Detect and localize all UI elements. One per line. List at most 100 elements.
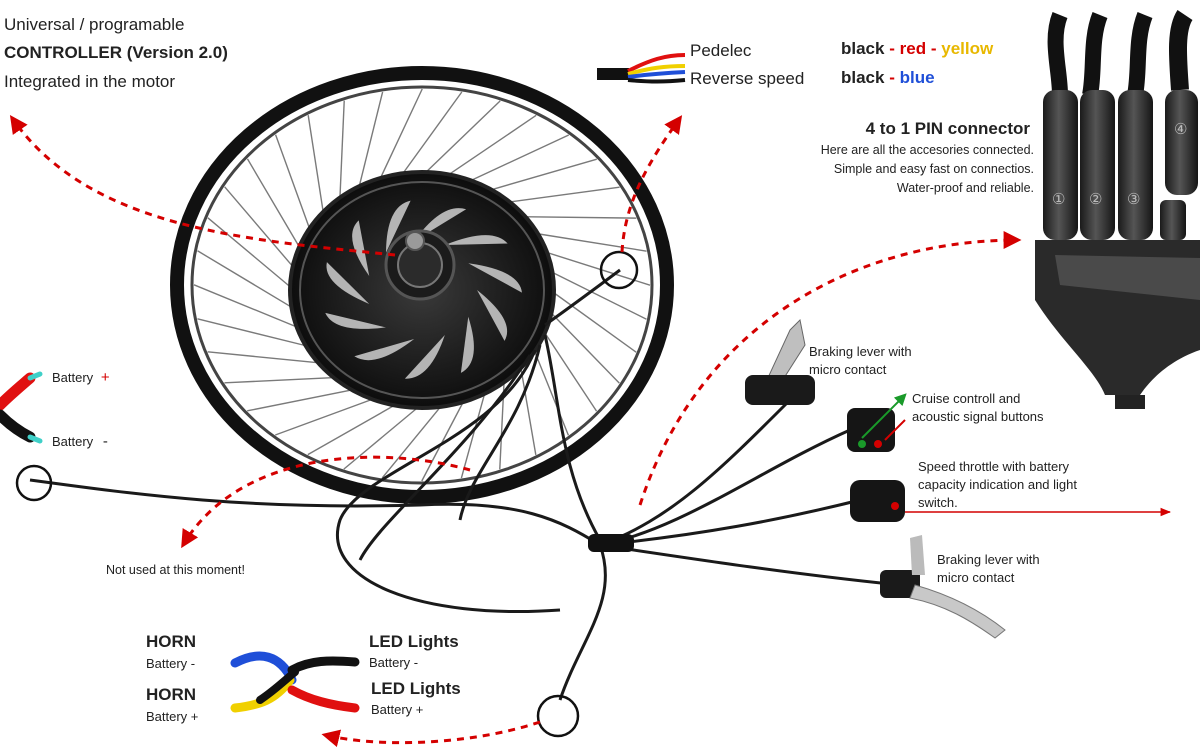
hub-vent (444, 235, 508, 245)
spoke (443, 114, 537, 179)
horn-led-wires (230, 651, 360, 713)
brake-lever-top (745, 318, 815, 405)
wheel (170, 66, 674, 504)
throttle-line2: capacity indication and light (918, 477, 1077, 492)
arrow-controller (9, 115, 396, 257)
spoke (465, 134, 570, 184)
pin-1: ① (1052, 191, 1066, 208)
connector-desc2: Simple and easy fast on connectios. (833, 162, 1034, 176)
brake-bottom-line1: Braking lever with (937, 552, 1040, 567)
brake-top-line1: Braking lever with (809, 344, 912, 359)
spoke (421, 100, 501, 177)
brake-lever-bottom (880, 535, 1006, 639)
hub-vent (460, 316, 474, 373)
battery-plus-text: Battery (52, 370, 94, 385)
cruise-line1: Cruise controll and (912, 391, 1021, 406)
hub-vent (354, 338, 415, 361)
spoke (246, 158, 303, 252)
spoke (339, 100, 345, 203)
spoke (307, 401, 401, 456)
spoke (193, 284, 302, 330)
minus-sign: - (102, 433, 108, 450)
pedelec-wire-colors: black - red - yellow (841, 39, 993, 59)
hub-vent (468, 263, 522, 293)
controller-line1: Universal / programable (4, 15, 185, 34)
hub-vent (325, 312, 386, 329)
hub-vent (477, 290, 508, 341)
wire-color-red: red (899, 39, 927, 58)
axle (405, 231, 425, 251)
led-title-1: LED Lights (369, 632, 459, 651)
spoke (224, 186, 297, 271)
connector-title: 4 to 1 PIN connector (865, 119, 1030, 138)
arrow-horn (321, 720, 541, 748)
pedelec-wire-bundle (597, 53, 686, 84)
hub-vents (325, 200, 522, 379)
y-splitter (588, 534, 634, 552)
spoke (549, 289, 637, 353)
hub-vent (326, 262, 370, 304)
led-sub-1: Battery - (369, 655, 419, 670)
cruise-line2: acoustic signal buttons (912, 409, 1044, 424)
connector-assembly (1035, 10, 1200, 409)
spoke (542, 250, 651, 286)
separator: - (930, 39, 937, 58)
spoke (197, 318, 312, 348)
throttle-line3: switch. (918, 495, 958, 510)
pin-4: ④ (1174, 121, 1188, 138)
controller-title: CONTROLLER (Version 2.0) (4, 43, 228, 62)
spoke (275, 396, 379, 436)
throttle (850, 480, 905, 522)
throttle-line1: Speed throttle with battery (918, 459, 1070, 474)
separator: - (889, 39, 895, 58)
controller-line3: Integrated in the motor (4, 72, 176, 91)
led-sub-2: Battery + (371, 702, 424, 717)
spokes (193, 88, 651, 482)
wire-color-black: black (841, 39, 885, 58)
arrow-connector (638, 231, 1022, 506)
wire-color-yellow: yellow (941, 39, 994, 58)
spoke (541, 328, 598, 412)
horn-title-1: HORN (146, 632, 197, 651)
wire-color-black: black (841, 68, 885, 87)
hub-vent (404, 335, 445, 379)
pedelec-plug-circle (599, 250, 639, 290)
pin-2: ② (1089, 191, 1103, 208)
spoke (357, 91, 384, 192)
battery-minus-text: Battery (52, 434, 94, 449)
connector-desc3: Water-proof and reliable. (896, 181, 1034, 195)
reverse-speed-label: Reverse speed (690, 69, 805, 88)
spoke (377, 88, 423, 184)
arrow-not-used (181, 455, 471, 549)
spoke (307, 115, 325, 217)
spoke (197, 250, 297, 311)
spoke (421, 396, 467, 482)
plus-sign: + (100, 369, 110, 386)
brake-bottom-line2: micro contact (937, 570, 1015, 585)
spoke (381, 401, 445, 479)
spoke (247, 388, 359, 412)
hub-vent (385, 200, 411, 253)
pedelec-label: Pedelec (690, 41, 752, 60)
spoke (547, 309, 620, 384)
arrow-cruise-red (884, 419, 906, 441)
spoke (460, 388, 487, 479)
hub-vent (352, 220, 370, 277)
reverse-wire-colors: black - blue (841, 68, 935, 88)
spoke (399, 91, 463, 179)
pin-3: ③ (1127, 191, 1141, 208)
spoke (532, 232, 647, 252)
spoke (547, 269, 647, 320)
battery-plus-label: Battery + (52, 369, 110, 386)
horn-sub-1: Battery - (146, 656, 196, 671)
spoke (274, 134, 312, 234)
horn-title-2: HORN (146, 685, 197, 704)
arrow-cruise-green (861, 393, 907, 439)
spoke (520, 216, 637, 219)
spoke (485, 158, 597, 192)
horn-plug-circle (536, 694, 580, 738)
spoke (207, 351, 325, 364)
brake-top-line2: micro contact (809, 362, 887, 377)
arrow-pedelec (620, 115, 683, 253)
